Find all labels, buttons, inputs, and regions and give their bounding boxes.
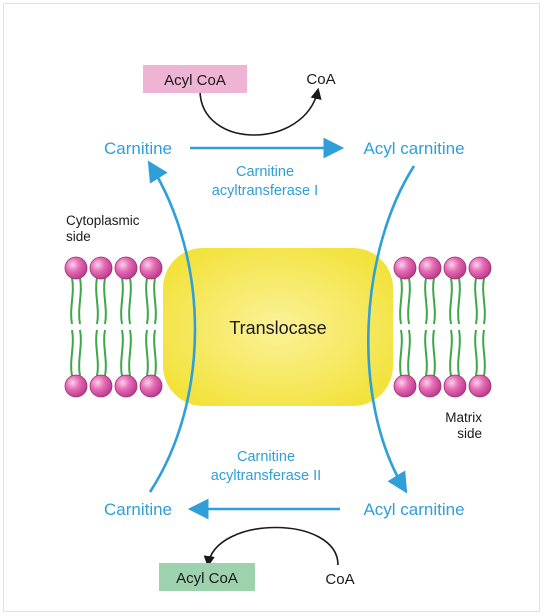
top-coa-label: CoA xyxy=(306,71,335,88)
phospholipid xyxy=(64,256,88,398)
membrane-bilayer-right xyxy=(393,256,492,398)
phospholipid xyxy=(393,256,417,398)
phospholipid xyxy=(418,256,442,398)
translocase-label: Translocase xyxy=(229,318,326,338)
acyl-coa-to-coa-arrow xyxy=(199,87,322,136)
enzyme-1-line-2: acyltransferase I xyxy=(212,183,318,199)
top-acyl-coa-label: Acyl CoA xyxy=(164,72,226,89)
phospholipid xyxy=(89,256,113,398)
top-acyl-carnitine-label: Acyl carnitine xyxy=(363,139,464,158)
matrix-side-line-1: Matrix xyxy=(445,410,482,425)
enzyme-2-line-2: acyltransferase II xyxy=(211,468,321,484)
cytoplasmic-side-line-1: Cytoplasmic xyxy=(66,213,140,228)
bottom-acyl-carnitine-label: Acyl carnitine xyxy=(363,500,464,519)
enzyme-2-line-1: Carnitine xyxy=(237,449,295,465)
figure-frame xyxy=(3,3,540,612)
matrix-side-line-2: side xyxy=(457,426,482,441)
coa-to-acyl-coa-arrow xyxy=(203,526,339,568)
acyl-coa-bottom-box xyxy=(159,563,255,591)
membrane-bilayer-left xyxy=(64,256,163,398)
bottom-coa-label: CoA xyxy=(325,571,354,588)
top-carnitine-label: Carnitine xyxy=(104,139,172,158)
translocase-protein xyxy=(163,248,393,406)
acyl-coa-top-box xyxy=(143,65,247,93)
enzyme-1-line-1: Carnitine xyxy=(236,164,294,180)
bottom-carnitine-label: Carnitine xyxy=(104,500,172,519)
bottom-acyl-coa-label: Acyl CoA xyxy=(176,570,238,587)
phospholipid xyxy=(114,256,138,398)
cytoplasmic-side-line-2: side xyxy=(66,229,91,244)
phospholipid xyxy=(139,256,163,398)
carnitine-return-arrow xyxy=(147,160,197,493)
phospholipid xyxy=(443,256,467,398)
phospholipid xyxy=(468,256,492,398)
acyl-carnitine-translocation-arrow xyxy=(367,165,416,494)
